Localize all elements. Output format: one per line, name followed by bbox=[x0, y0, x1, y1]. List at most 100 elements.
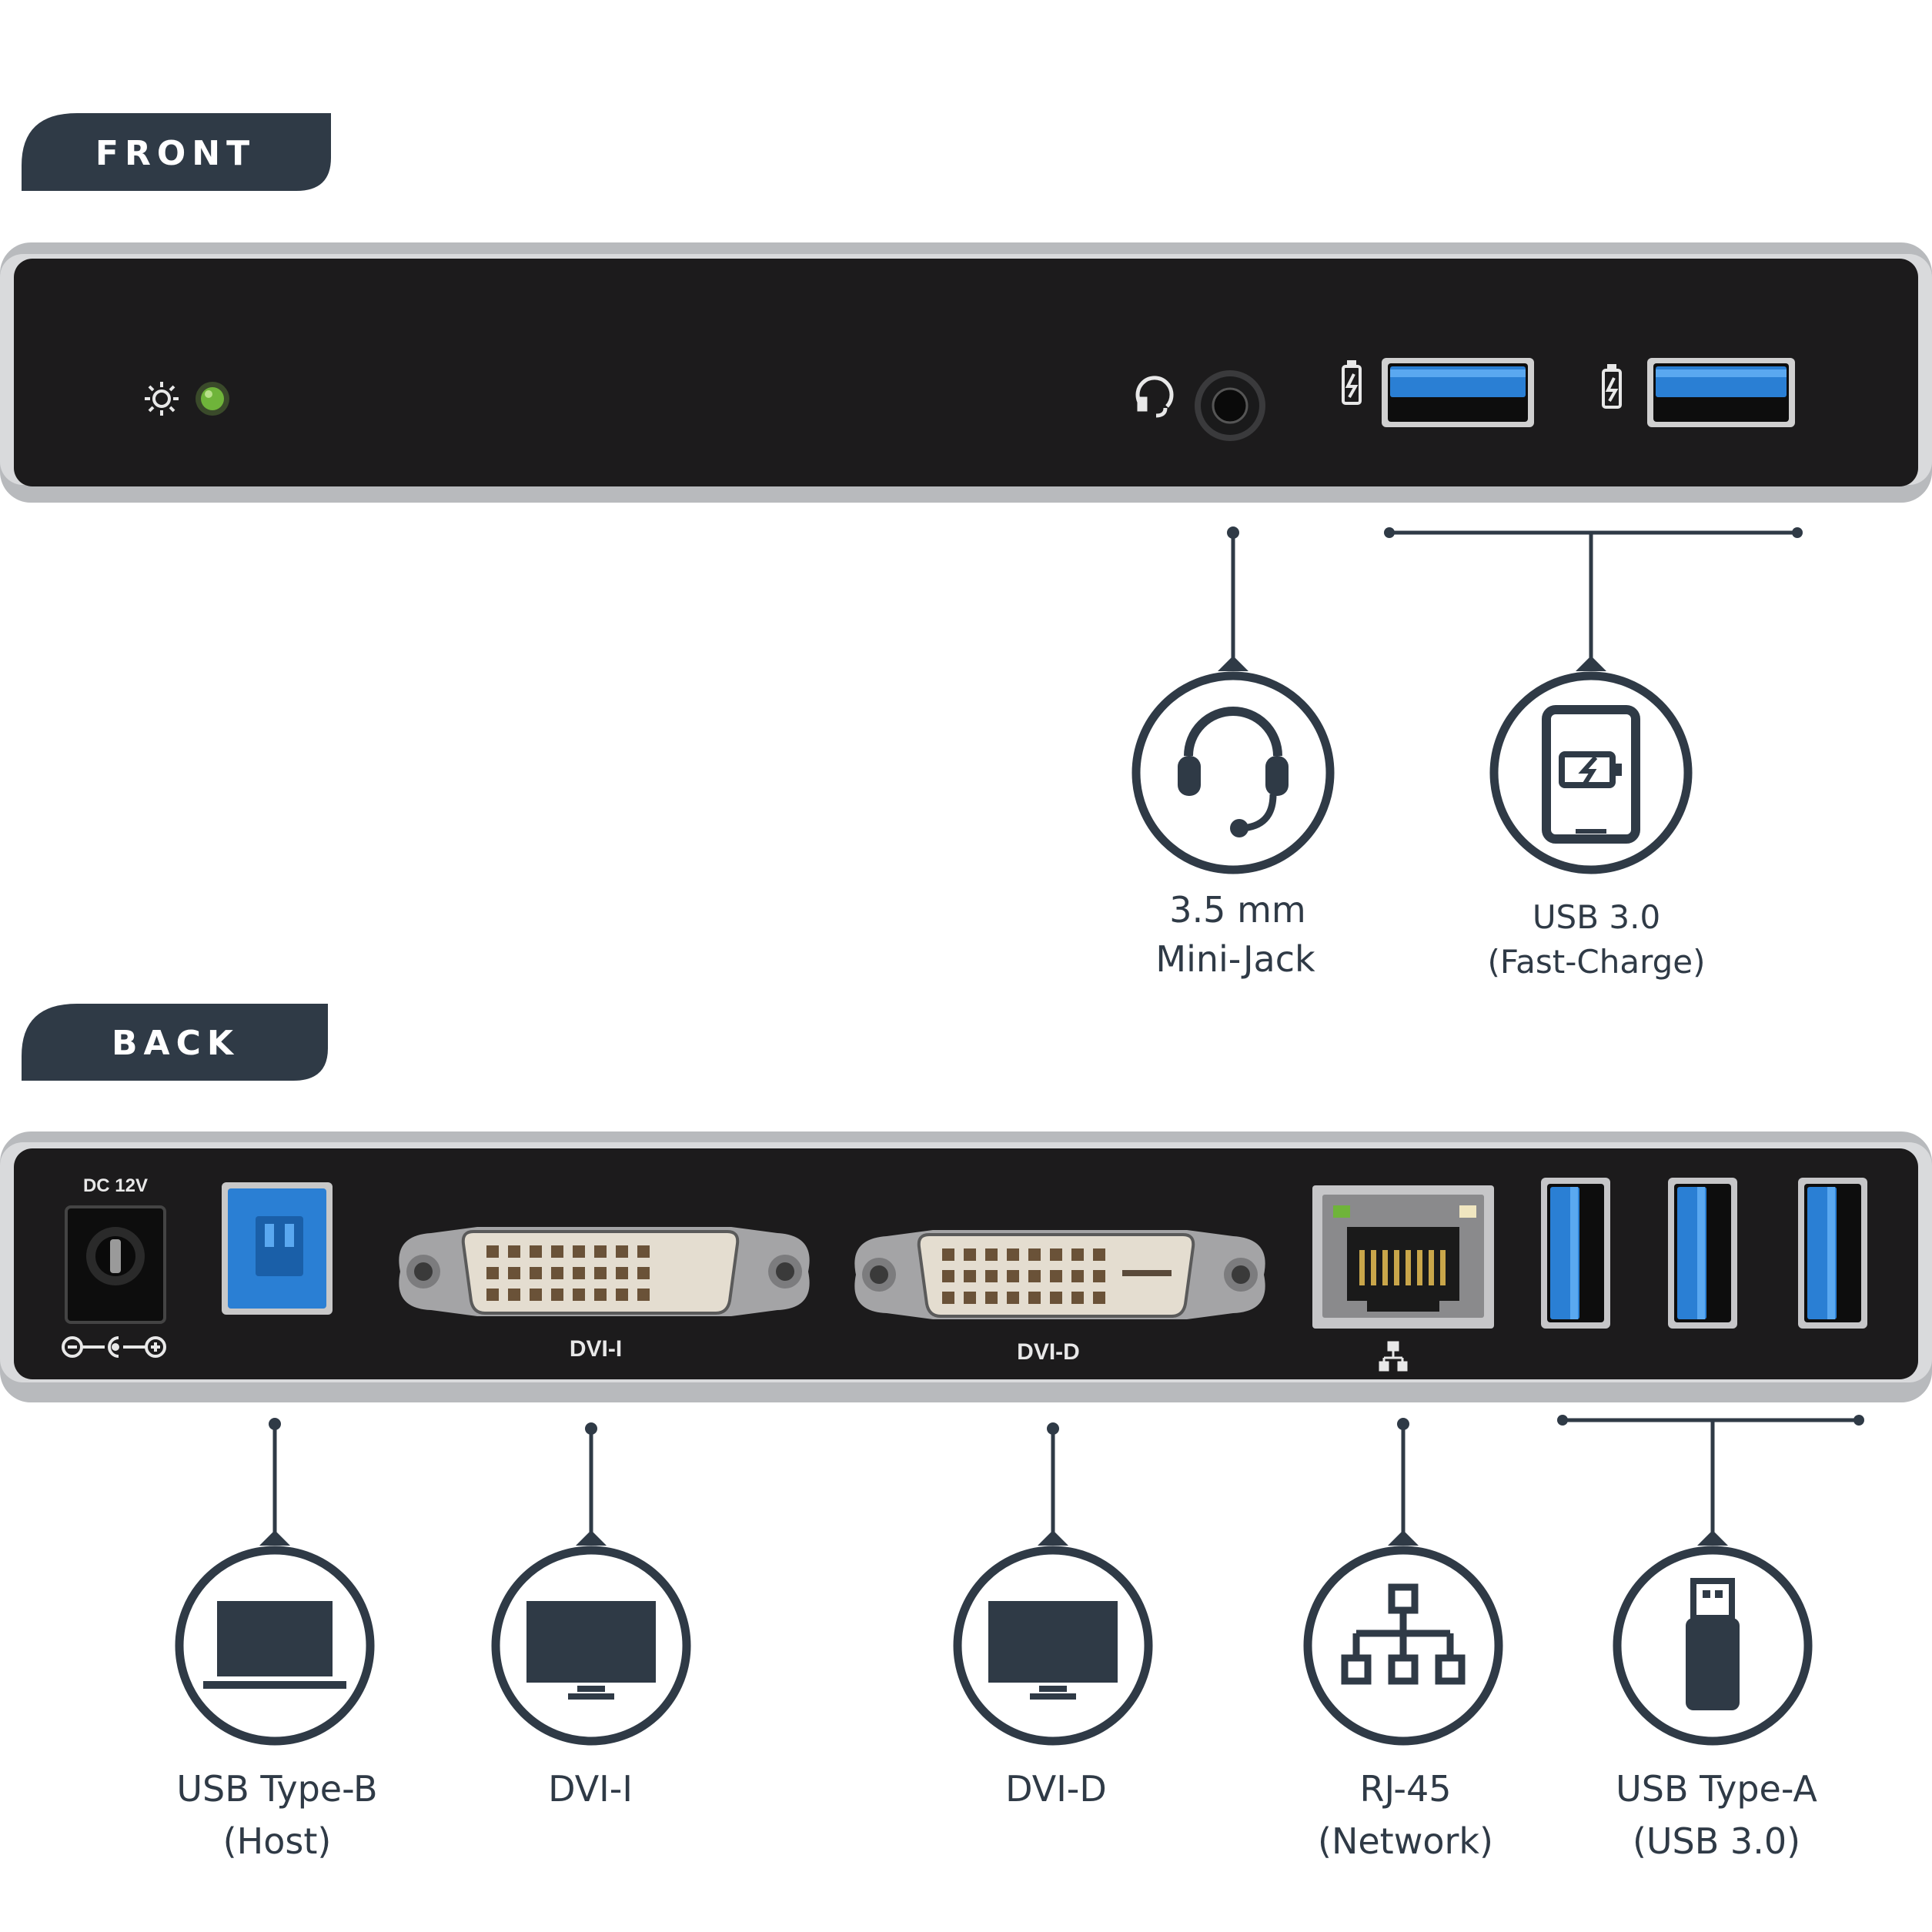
connector-pin bbox=[1028, 1248, 1041, 1261]
callout-usb-fastcharge-line1: USB 3.0 bbox=[1533, 898, 1660, 936]
callout-usb-type-a-line1: USB Type-A bbox=[1616, 1768, 1817, 1810]
dvi-d-port bbox=[854, 1230, 1265, 1319]
connector-pin bbox=[1050, 1248, 1062, 1261]
back-tab-label: BACK bbox=[112, 1024, 239, 1063]
usb-type-b-port bbox=[222, 1182, 333, 1315]
connector-pin bbox=[1050, 1270, 1062, 1282]
fast-charge-tablet-icon bbox=[1542, 705, 1640, 844]
callout-dvi-i-line1: DVI-I bbox=[548, 1768, 633, 1810]
usb-type-a-port bbox=[1541, 1178, 1610, 1329]
connector-pin bbox=[616, 1245, 628, 1258]
usb-type-a-port bbox=[1798, 1178, 1867, 1329]
callout-rj45-line2: (Network) bbox=[1318, 1820, 1493, 1862]
charge-battery-icon bbox=[1602, 364, 1622, 409]
connector-pin bbox=[1007, 1248, 1019, 1261]
connector-pin bbox=[530, 1245, 542, 1258]
charge-battery-icon bbox=[1342, 360, 1362, 405]
front-callout-minijack bbox=[1131, 526, 1335, 874]
connector-pin bbox=[1007, 1270, 1019, 1282]
connector-pin bbox=[1429, 1250, 1434, 1285]
connector-pin bbox=[942, 1292, 954, 1304]
callout-dvi-d-line1: DVI-D bbox=[1005, 1768, 1107, 1810]
callout-usb-fastcharge-line2: (Fast-Charge) bbox=[1487, 943, 1705, 981]
dvi-d-pins bbox=[942, 1248, 1105, 1304]
back-callout-rj45 bbox=[1303, 1418, 1503, 1746]
connector-pin bbox=[508, 1289, 520, 1301]
connector-pin bbox=[573, 1245, 585, 1258]
usb-fast-charge-port bbox=[1382, 358, 1534, 427]
callout-circle bbox=[1131, 671, 1335, 874]
connector-pin bbox=[637, 1289, 650, 1301]
connector-pin bbox=[1071, 1270, 1084, 1282]
dvi-d-port-label: DVI-D bbox=[1017, 1339, 1080, 1365]
connector-pin bbox=[1071, 1292, 1084, 1304]
connector-pin bbox=[985, 1292, 998, 1304]
connector-pin bbox=[1417, 1250, 1422, 1285]
connector-pin bbox=[1050, 1292, 1062, 1304]
connector-pin bbox=[1093, 1248, 1105, 1261]
front-dock-panel bbox=[0, 242, 1932, 503]
connector-pin bbox=[530, 1267, 542, 1279]
headset-icon bbox=[1178, 707, 1289, 837]
back-tab-shape bbox=[22, 1004, 328, 1081]
connector-pin bbox=[964, 1270, 976, 1282]
callout-circle bbox=[1489, 671, 1693, 874]
connector-pin bbox=[1093, 1292, 1105, 1304]
connector-pin bbox=[1359, 1250, 1365, 1285]
callout-minijack-line2: Mini-Jack bbox=[1155, 938, 1315, 980]
rj45-pins bbox=[1359, 1250, 1446, 1285]
connector-pin bbox=[594, 1245, 607, 1258]
connector-pin bbox=[486, 1289, 499, 1301]
connector-pin bbox=[1382, 1250, 1388, 1285]
connector-pin bbox=[1394, 1250, 1399, 1285]
callout-rj45-line1: RJ-45 bbox=[1359, 1768, 1451, 1810]
connector-pin bbox=[616, 1267, 628, 1279]
back-callout-usb-type-a bbox=[1557, 1415, 1864, 1746]
monitor-icon bbox=[526, 1601, 656, 1700]
dc-port-label: DC 12V bbox=[83, 1175, 148, 1196]
connector-pin bbox=[1071, 1248, 1084, 1261]
dvi-i-pins bbox=[486, 1245, 650, 1301]
callout-circle bbox=[953, 1546, 1153, 1746]
callout-circle bbox=[1303, 1546, 1503, 1746]
connector-pin bbox=[508, 1245, 520, 1258]
laptop-icon bbox=[203, 1601, 346, 1689]
callout-circle bbox=[1613, 1546, 1813, 1746]
usb-drive-icon bbox=[1686, 1578, 1740, 1710]
connector-pin bbox=[1371, 1250, 1376, 1285]
back-dock-panel: DC 12V DVI- bbox=[0, 1131, 1932, 1402]
brightness-icon bbox=[145, 382, 179, 416]
connector-pin bbox=[1440, 1250, 1446, 1285]
monitor-icon bbox=[988, 1601, 1118, 1700]
front-tab-label: FRONT bbox=[95, 134, 256, 173]
callout-usb-type-a-line2: (USB 3.0) bbox=[1633, 1820, 1800, 1862]
connector-pin bbox=[594, 1289, 607, 1301]
connector-pin bbox=[1028, 1270, 1041, 1282]
back-callout-usb-type-b bbox=[175, 1418, 375, 1746]
connector-pin bbox=[573, 1289, 585, 1301]
connector-pin bbox=[551, 1245, 563, 1258]
headset-symbol-icon bbox=[1135, 376, 1174, 418]
dvi-i-port bbox=[399, 1227, 810, 1316]
dvi-i-port-label: DVI-I bbox=[570, 1336, 622, 1362]
connector-pin bbox=[486, 1245, 499, 1258]
callout-minijack-line1: 3.5 mm bbox=[1169, 889, 1305, 931]
connector-pin bbox=[1093, 1270, 1105, 1282]
front-tab-shape bbox=[22, 113, 331, 191]
connector-pin bbox=[964, 1292, 976, 1304]
connector-pin bbox=[573, 1267, 585, 1279]
connector-pin bbox=[551, 1267, 563, 1279]
connector-pin bbox=[486, 1267, 499, 1279]
dc-polarity-icon bbox=[62, 1336, 166, 1358]
front-dock-face bbox=[14, 259, 1918, 486]
connector-pin bbox=[637, 1245, 650, 1258]
back-callout-dvi-d bbox=[953, 1422, 1153, 1746]
connector-pin bbox=[637, 1267, 650, 1279]
connector-pin bbox=[964, 1248, 976, 1261]
connector-pin bbox=[985, 1270, 998, 1282]
connector-pin bbox=[1007, 1292, 1019, 1304]
callout-usb-type-b-line1: USB Type-B bbox=[176, 1768, 377, 1810]
connector-pin bbox=[1028, 1292, 1041, 1304]
connector-pin bbox=[616, 1289, 628, 1301]
